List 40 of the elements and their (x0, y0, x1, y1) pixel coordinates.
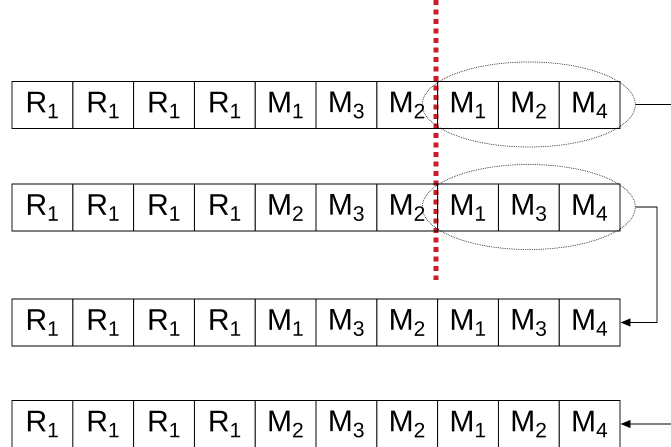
cell-box: M$_{3}$ (498, 298, 560, 346)
cell-box: M$_{3}$ (498, 184, 560, 232)
cell-box: M$_{3}$ (316, 298, 378, 346)
cell-box: M$_{1}$ (254, 298, 316, 346)
cell-box: M$_{2}$ (254, 400, 316, 447)
cell-box: R$_{1}$ (12, 81, 74, 129)
cell-box: M$_{4}$ (558, 81, 620, 129)
cell-box: M$_{4}$ (558, 184, 620, 232)
cell-box: M$_{3}$ (316, 81, 378, 129)
cell-box: R$_{1}$ (133, 298, 195, 346)
cell-box: M$_{2}$ (376, 81, 438, 129)
cell-box: R$_{1}$ (194, 184, 256, 232)
cell-box: M$_{4}$ (558, 400, 620, 447)
cell-box: M$_{2}$ (498, 81, 560, 129)
cell-box: R$_{1}$ (194, 81, 256, 129)
cell-box: M$_{1}$ (437, 400, 499, 447)
cell-box: M$_{1}$ (437, 298, 499, 346)
cell-box: M$_{2}$ (376, 400, 438, 447)
cell-box: R$_{1}$ (72, 81, 134, 129)
cell-box: R$_{1}$ (72, 400, 134, 447)
cell-box: R$_{1}$ (133, 184, 195, 232)
cell-box: M$_{1}$ (437, 184, 499, 232)
cell-box: M$_{2}$ (376, 184, 438, 232)
cell-box: M$_{1}$ (254, 81, 316, 129)
cell-box: M$_{2}$ (376, 298, 438, 346)
cell-box: M$_{2}$ (254, 184, 316, 232)
cell-box: M$_{3}$ (316, 400, 378, 447)
cell-box: M$_{4}$ (558, 298, 620, 346)
cell-box: R$_{1}$ (72, 298, 134, 346)
cell-box: R$_{1}$ (12, 184, 74, 232)
cell-box: R$_{1}$ (133, 400, 195, 447)
cell-box: R$_{1}$ (194, 400, 256, 447)
cell-box: R$_{1}$ (194, 298, 256, 346)
cell-box: R$_{1}$ (72, 184, 134, 232)
cell-box: R$_{1}$ (133, 81, 195, 129)
cell-box: M$_{2}$ (498, 400, 560, 447)
cell-box: R$_{1}$ (12, 400, 74, 447)
cell-box: M$_{1}$ (437, 81, 499, 129)
cell-box: M$_{3}$ (316, 184, 378, 232)
cell-box: R$_{1}$ (12, 298, 74, 346)
